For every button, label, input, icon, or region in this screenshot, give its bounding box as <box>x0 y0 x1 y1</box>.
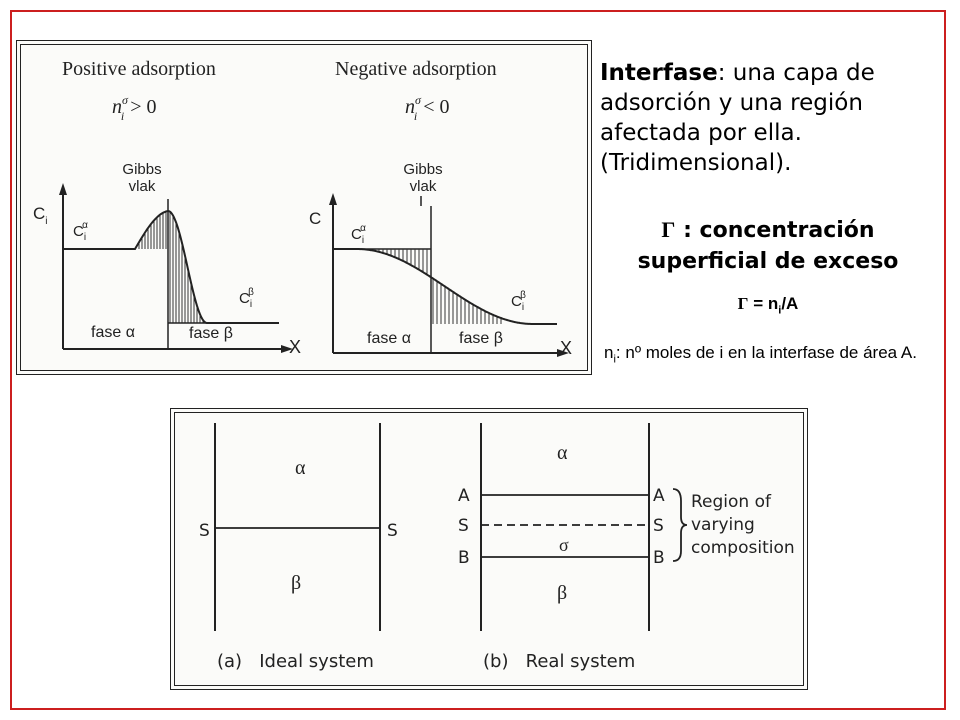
gamma-formula: Γ = ni/A <box>737 294 799 317</box>
ni-definition: ni: nº moles de i en la interfase de áre… <box>604 343 917 366</box>
gibbs-label-left: Gibbs <box>122 161 161 178</box>
real-caption: (b) Real system <box>483 651 635 672</box>
left-c-beta: Ciβ <box>239 287 254 310</box>
ideal-s-right: S <box>387 521 398 541</box>
slide-frame <box>10 10 946 710</box>
left-x-arrow-icon <box>281 345 293 353</box>
right-y-arrow-icon <box>329 193 337 205</box>
interfase-definition: Interfase: una capa de adsorción y una r… <box>600 58 940 178</box>
ideal-s-left: S <box>199 521 210 541</box>
right-concentration-curve <box>333 248 557 325</box>
interfase-description: : una capa de adsorción y una región afe… <box>600 60 875 176</box>
right-adsorption-hatching <box>358 249 502 324</box>
system-comparison-figure: α β S S (a) Ideal system α σ β A S B A S… <box>170 408 808 690</box>
ideal-alpha: α <box>295 457 306 479</box>
real-b-left: B <box>458 548 470 568</box>
left-c-alpha: Ciα <box>73 220 88 243</box>
right-phase-alpha: fase α <box>367 330 411 347</box>
real-sigma: σ <box>559 535 569 555</box>
left-phase-beta: fase β <box>189 325 233 342</box>
right-x-arrow-icon <box>557 349 569 357</box>
real-a-right: A <box>653 486 665 506</box>
ideal-beta: β <box>291 572 301 594</box>
gibbs-label-right: Gibbs <box>403 161 442 178</box>
gamma-symbol: Γ <box>661 217 676 242</box>
interfase-term: Interfase <box>600 60 718 86</box>
region-label-line1: Region of <box>691 492 772 512</box>
ideal-caption: (a) Ideal system <box>217 651 374 672</box>
left-adsorption-hatching <box>138 211 207 323</box>
region-label-line2: varying <box>691 515 755 535</box>
left-y-arrow-icon <box>59 183 67 195</box>
region-label-line3: composition <box>691 538 795 558</box>
right-c-beta: Ciβ <box>511 290 526 313</box>
vlak-label-left: vlak <box>129 178 156 195</box>
left-x-label: X <box>289 337 301 357</box>
real-b-right: B <box>653 548 665 568</box>
real-beta: β <box>557 582 567 604</box>
right-c-alpha: Ciα <box>351 223 366 246</box>
real-alpha: α <box>557 442 568 464</box>
right-y-label: C <box>309 209 321 228</box>
real-s-left: S <box>458 516 469 536</box>
ideal-vs-real-diagram: α β S S (a) Ideal system α σ β A S B A S… <box>199 423 795 672</box>
left-y-label: Ci <box>33 204 48 227</box>
real-a-left: A <box>458 486 470 506</box>
left-phase-alpha: fase α <box>91 324 135 341</box>
positive-adsorption-title: Positive adsorption <box>62 58 216 80</box>
real-s-right: S <box>653 516 664 536</box>
region-brace-icon <box>672 488 688 562</box>
gamma-description: : concentración superficial de exceso <box>637 218 899 274</box>
right-x-label: X <box>560 338 572 358</box>
negative-adsorption-title: Negative adsorption <box>335 58 497 80</box>
vlak-label-right: vlak <box>410 178 437 195</box>
right-phase-beta: fase β <box>459 330 503 347</box>
gamma-definition: Γ : concentración superficial de exceso <box>598 214 938 277</box>
